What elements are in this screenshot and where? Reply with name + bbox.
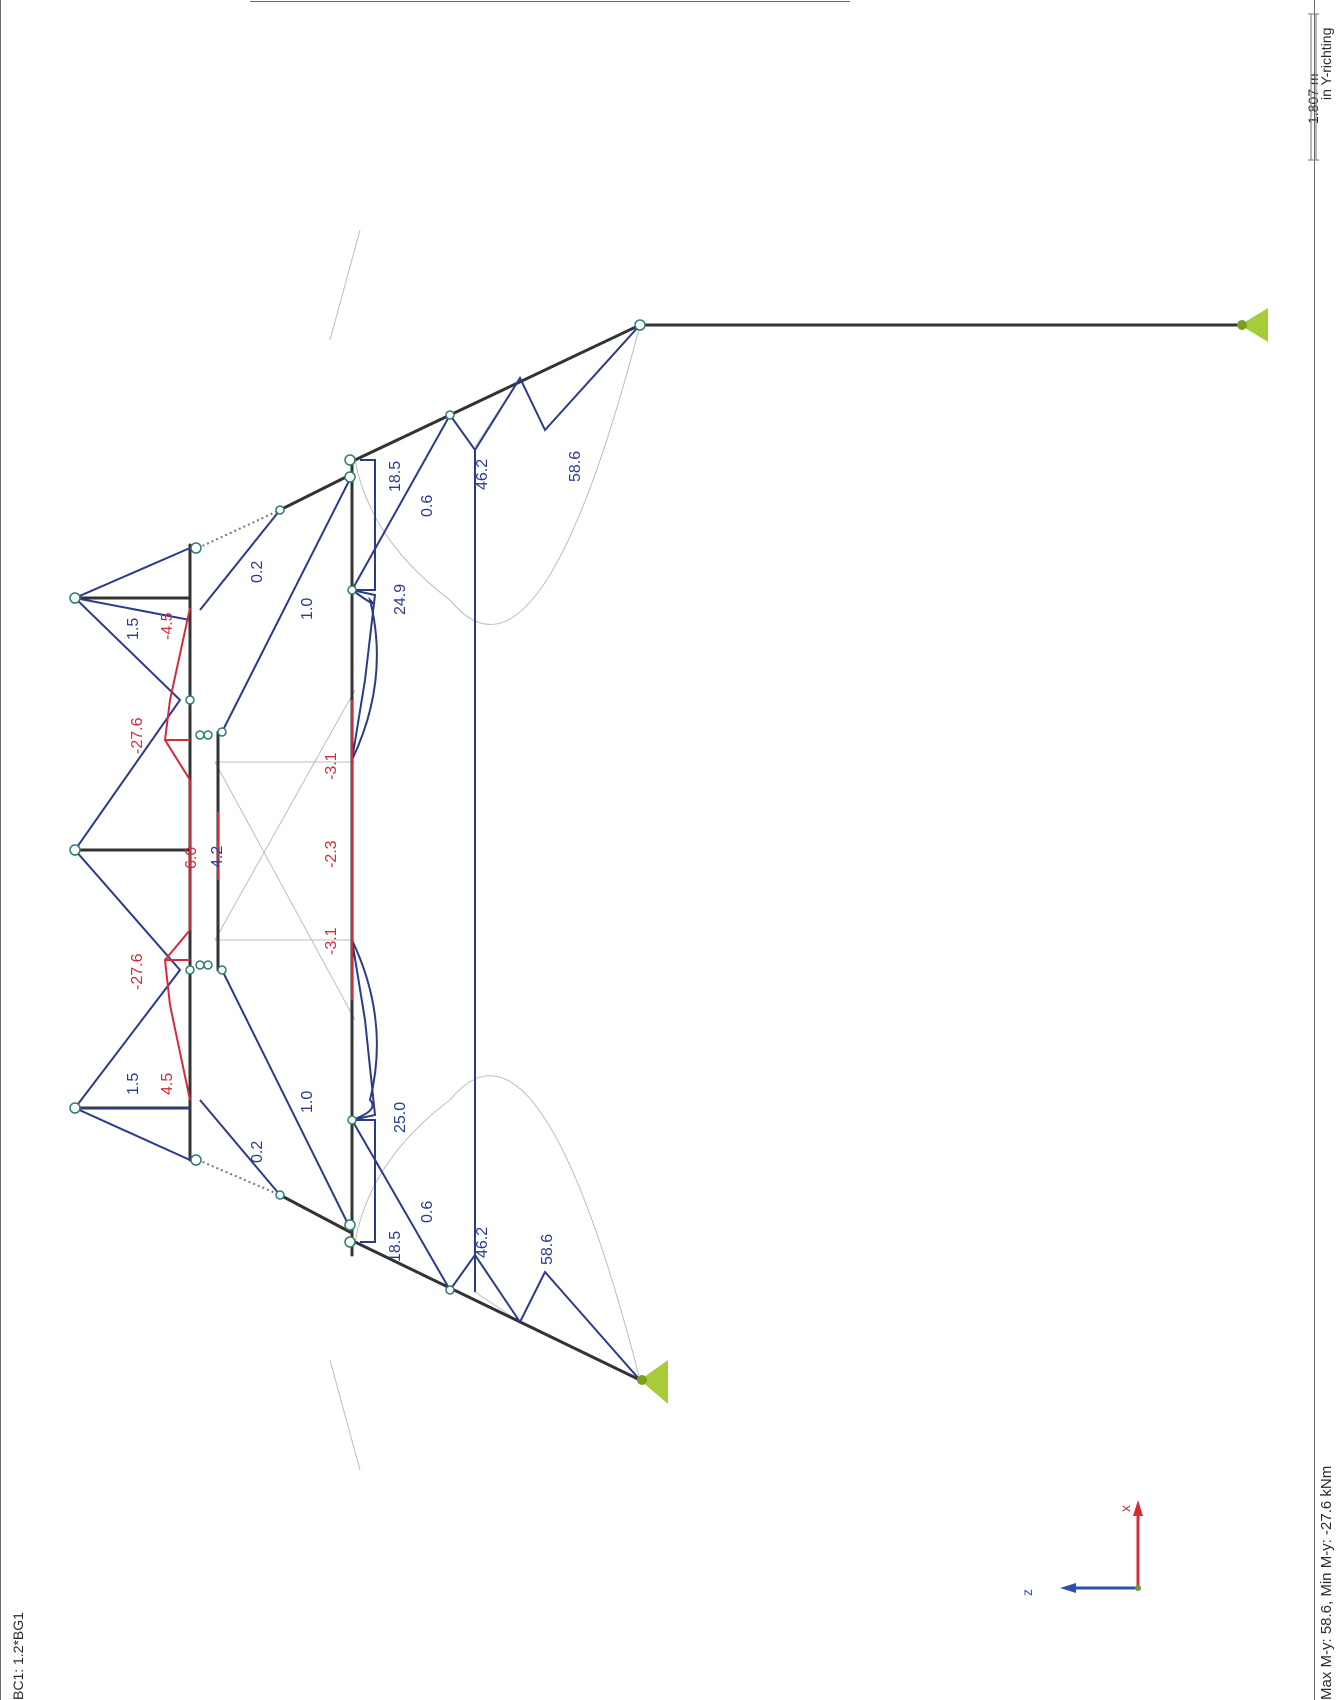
frame-right-border — [1314, 0, 1315, 1700]
rafter-left — [353, 1240, 642, 1382]
rafter-left-upper — [278, 1193, 352, 1234]
moment-label: 0.2 — [249, 1141, 266, 1163]
moment-label: 58.6 — [539, 1234, 556, 1265]
supports — [637, 308, 1268, 1404]
moment-label: -4.5 — [159, 612, 176, 640]
moment-label: -3.1 — [323, 927, 340, 955]
z-axis-arrow — [1060, 1583, 1076, 1593]
moment-label: 46.2 — [474, 1227, 491, 1258]
support-fixed-bottom — [640, 1360, 668, 1404]
moment-label: 0.6 — [419, 495, 436, 517]
moment-label: 46.2 — [474, 459, 491, 490]
structure-nodes — [69, 319, 646, 1295]
moment-label: 4.2 — [209, 846, 226, 868]
moment-label: 0.2 — [249, 561, 266, 583]
x-axis-label: x — [1117, 1505, 1133, 1512]
moment-label: 4.5 — [159, 1073, 176, 1095]
moment-label: 1.5 — [125, 618, 142, 640]
moment-label: -27.6 — [129, 953, 146, 990]
moment-label: -3.1 — [323, 752, 340, 780]
rafter-right — [353, 323, 642, 462]
moment-value-labels: 1.5 -4.5 0.2 1.0 -27.6 6.0 4.2 -27.6 1.5… — [125, 451, 584, 1265]
moment-label: 58.6 — [567, 451, 584, 482]
x-axis-arrow — [1133, 1500, 1143, 1516]
dotted-links — [197, 509, 281, 1196]
moment-label: 1.5 — [125, 1073, 142, 1095]
coordinate-axes: x z — [1019, 1500, 1143, 1596]
moment-label: -2.3 — [323, 840, 340, 868]
moment-label: 0.6 — [419, 1201, 436, 1223]
moment-label: 24.9 — [392, 584, 409, 615]
positive-moment-lines — [73, 324, 641, 1381]
moment-label: 6.0 — [183, 847, 200, 869]
moment-label: 18.5 — [387, 461, 404, 492]
moment-label: 1.0 — [299, 598, 316, 620]
moment-label: 18.5 — [387, 1231, 404, 1262]
scale-bar — [1308, 13, 1319, 161]
moment-label: 1.0 — [299, 1091, 316, 1113]
frame-left-border — [0, 0, 1, 1700]
construction-lines — [214, 229, 641, 1471]
support-fixed-top — [1240, 308, 1268, 342]
rafter-right-upper — [278, 473, 352, 512]
frame-top-border — [250, 1, 850, 2]
moment-label: -27.6 — [129, 717, 146, 754]
negative-moment-lines — [163, 607, 353, 1101]
structure-members — [73, 323, 1244, 1382]
moment-label: 25.0 — [392, 1102, 409, 1133]
z-axis-label: z — [1019, 1589, 1035, 1596]
